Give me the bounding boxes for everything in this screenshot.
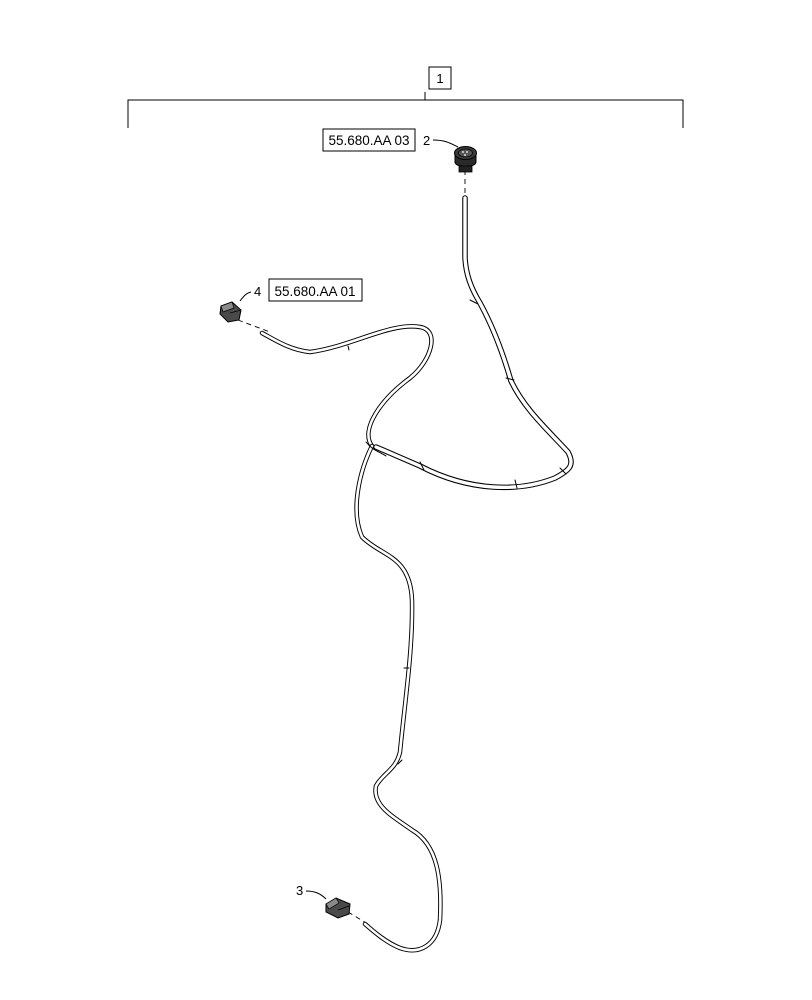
callout-item-4-number: 4 [254,284,261,299]
connector-2-round[interactable] [454,146,477,173]
reference-item-2: 55.680.AA 03 [328,133,409,148]
callout-item-4[interactable]: 4 55.680.AA 01 [239,278,363,302]
reference-item-4: 55.680.AA 01 [274,284,355,299]
callout-item-1-number: 1 [436,71,443,86]
connector-4-block[interactable] [219,301,242,323]
callout-item-1[interactable]: 1 [428,66,452,90]
callout-item-3-number: 3 [296,883,303,898]
callout-item-3[interactable]: 3 [296,883,327,900]
callout-item-2[interactable]: 55.680.AA 03 2 [322,128,459,152]
assembly-bracket [127,92,684,128]
connector-3-block[interactable] [325,897,351,919]
callout-item-2-number: 2 [423,133,430,148]
harness-cable [259,195,574,953]
